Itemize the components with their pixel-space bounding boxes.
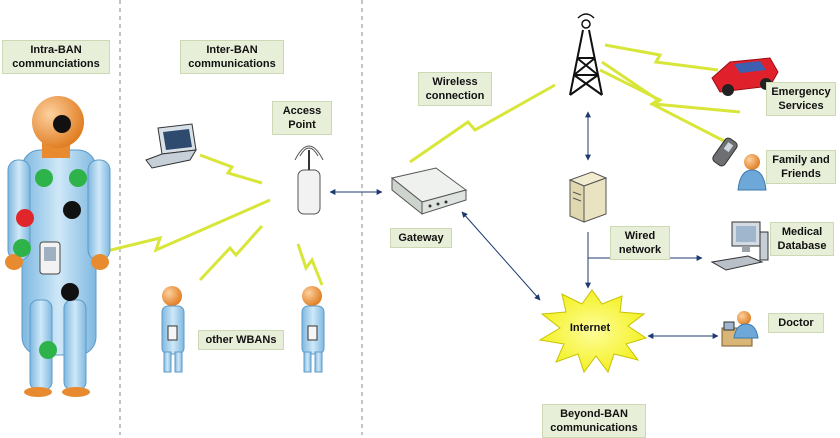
link-wban2-to-ap (296, 243, 324, 286)
access-point-icon (294, 145, 324, 215)
sensor-black-head (53, 115, 71, 133)
desktop-computer-icon (710, 221, 769, 271)
beyond-ban-label: Beyond-BAN communications (542, 404, 646, 438)
doctor-label: Doctor (768, 313, 824, 333)
wired-network-label: Wired network (610, 226, 670, 260)
wban-person-icon (161, 286, 185, 373)
doctor-icon (721, 311, 759, 347)
sensor-green (13, 239, 31, 257)
family-friends-label: Family and Friends (766, 150, 836, 184)
link-tower-to-car (604, 43, 719, 72)
server-icon (568, 171, 608, 223)
link-laptop-to-ap (199, 153, 263, 185)
family-person-icon (737, 154, 767, 191)
emergency-services-label: Emergency Services (766, 82, 836, 116)
sensor-green (39, 341, 57, 359)
sensor-green (69, 169, 87, 187)
sensor-green (35, 169, 53, 187)
internet-label: Internet (569, 322, 611, 334)
arrow-gateway-internet (461, 211, 541, 301)
link-tower-to-phone (601, 60, 727, 144)
sensor-red (16, 209, 34, 227)
wban-person-icon (301, 286, 325, 373)
main-person-icon (5, 96, 111, 397)
medical-database-label: Medical Database (770, 222, 834, 256)
link-body-to-ap (61, 198, 271, 264)
inter-ban-label: Inter-BAN communications (180, 40, 284, 74)
gateway-label: Gateway (390, 228, 452, 248)
other-wbans-label: other WBANs (198, 330, 284, 350)
gateway-router-icon (390, 167, 468, 216)
sensor-black (61, 283, 79, 301)
intra-ban-label: Intra-BAN communciations (2, 40, 110, 74)
sensor-black (63, 201, 81, 219)
wireless-connection-label: Wireless connection (418, 72, 492, 106)
laptop-icon (145, 123, 197, 169)
access-point-label: Access Point (272, 101, 332, 135)
internet-cloud-icon (538, 289, 648, 374)
link-gateway-to-tower (409, 83, 556, 164)
ambulance-car-icon (711, 57, 779, 96)
link-wban1-to-ap (198, 224, 264, 282)
radio-tower-icon (569, 13, 603, 96)
mobile-phone-icon (712, 137, 738, 167)
